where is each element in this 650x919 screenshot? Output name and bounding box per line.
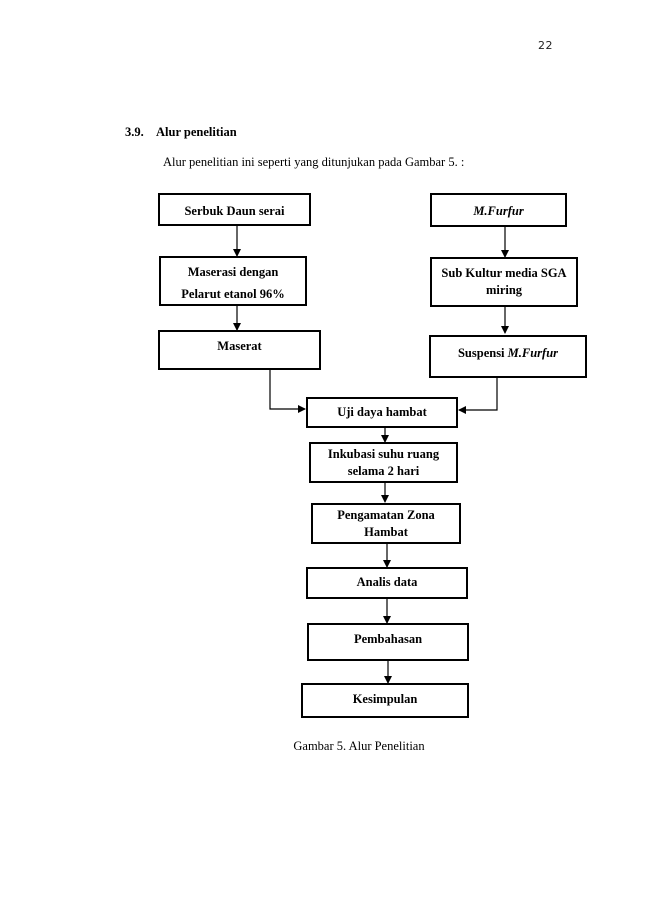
box-mfurfur-label: M.Furfur	[473, 204, 524, 218]
box-inkubasi: Inkubasi suhu ruang selama 2 hari	[309, 442, 458, 483]
box-kesimpulan-label: Kesimpulan	[352, 692, 418, 706]
box-pembahasan: Pembahasan	[307, 623, 469, 661]
box-kesimpulan: Kesimpulan	[301, 683, 469, 718]
box-pembahasan-label: Pembahasan	[353, 632, 423, 646]
page-number: 22	[538, 39, 553, 52]
section-heading: 3.9. Alur penelitian	[125, 125, 237, 140]
box-inkubasi-label: Inkubasi suhu ruang selama 2 hari	[327, 446, 440, 478]
box-analisis-data: Analis data	[306, 567, 468, 599]
box-uji-daya-hambat: Uji daya hambat	[306, 397, 458, 428]
box-maserat: Maserat	[158, 330, 321, 370]
box-maserasi-line2: Pelarut etanol 96%	[181, 287, 285, 301]
box-suspensi-prefix: Suspensi	[457, 346, 508, 360]
box-suspensi: Suspensi M.Furfur	[429, 335, 587, 378]
box-maserasi: Maserasi dengan Pelarut etanol 96%	[159, 256, 307, 306]
arrow-maserat-to-uji	[269, 369, 306, 413]
intro-paragraph: Alur penelitian ini seperti yang ditunju…	[163, 155, 465, 169]
box-maserasi-line1: Maserasi dengan	[187, 265, 279, 279]
box-serbuk-daun-serai: Serbuk Daun serai	[158, 193, 311, 226]
box-pengamatan-label: Pengamatan Zona Hambat	[337, 507, 435, 539]
box-maserat-label: Maserat	[217, 339, 262, 353]
box-serbuk-label: Serbuk Daun serai	[184, 204, 285, 218]
box-pengamatan: Pengamatan Zona Hambat	[311, 503, 461, 544]
box-suspensi-name: M.Furfur	[507, 346, 559, 360]
arrow-suspensi-to-uji	[458, 377, 498, 414]
box-subkultur-label: Sub Kultur media SGA miring	[441, 266, 567, 297]
box-subkultur: Sub Kultur media SGA miring	[430, 257, 578, 307]
box-analisis-label: Analis data	[356, 575, 418, 589]
figure-caption: Gambar 5. Alur Penelitian	[293, 739, 425, 753]
box-uji-label: Uji daya hambat	[337, 405, 427, 420]
section-number: 3.9.	[125, 125, 144, 139]
box-mfurfur: M.Furfur	[430, 193, 567, 227]
section-title: Alur penelitian	[156, 125, 237, 139]
